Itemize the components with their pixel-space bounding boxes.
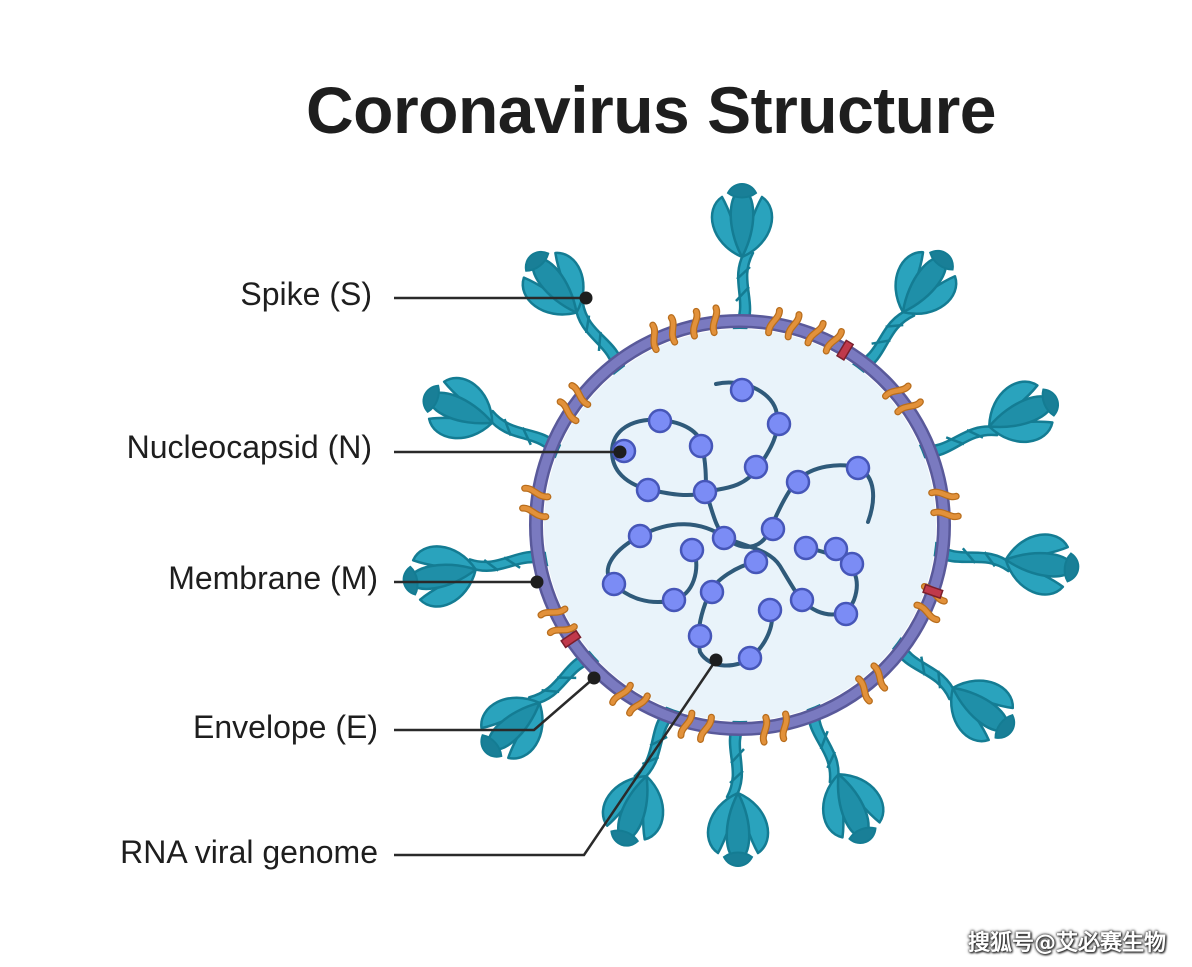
nucleocapsid-protein xyxy=(743,549,769,575)
leader-dot xyxy=(613,445,627,459)
leader-dot xyxy=(709,653,723,667)
leader-envelope xyxy=(394,671,601,732)
nucleocapsid-protein xyxy=(839,551,865,577)
membrane-protein xyxy=(855,662,889,705)
nucleocapsid-protein xyxy=(627,523,653,549)
membrane-protein xyxy=(804,319,845,355)
nucleocapsid-protein xyxy=(823,536,849,562)
membrane-protein xyxy=(759,710,790,746)
leader-nucleocapsid xyxy=(394,445,627,459)
nucleocapsid-protein xyxy=(661,587,687,613)
label-nucleocapsid: Nucleocapsid (N) xyxy=(126,429,372,465)
membrane-protein xyxy=(609,681,651,717)
membrane-protein xyxy=(690,304,721,340)
nucleocapsid-protein xyxy=(601,571,627,597)
nucleocapsid-protein xyxy=(679,537,705,563)
watermark: 搜狐号@艾必赛生物 xyxy=(967,931,1166,956)
spike-protein xyxy=(422,376,562,459)
nucleocapsid-protein xyxy=(766,411,792,437)
spike-protein xyxy=(891,636,1016,743)
label-spike: Spike (S) xyxy=(240,276,372,312)
nucleocapsid-protein xyxy=(833,601,859,627)
spike-protein xyxy=(806,703,885,844)
nucleocapsid-protein xyxy=(757,597,783,623)
nucleocapsid-protein xyxy=(692,479,718,505)
nucleocapsid-protein xyxy=(729,377,755,403)
membrane-protein xyxy=(881,382,924,416)
membrane-protein xyxy=(765,307,803,341)
nucleocapsid-protein xyxy=(635,477,661,503)
membrane-protein xyxy=(519,484,552,521)
nucleocapsid-protein xyxy=(760,516,786,542)
leader-rna xyxy=(394,653,723,857)
spike-protein xyxy=(710,183,774,331)
membrane-protein xyxy=(928,488,962,521)
nucleocapsid-protein xyxy=(743,454,769,480)
membrane-protein xyxy=(677,709,715,743)
nucleocapsid-protein xyxy=(711,525,737,551)
nucleocapsid-protein xyxy=(793,535,819,561)
envelope-protein xyxy=(560,629,582,649)
nucleocapsid-protein xyxy=(789,587,815,613)
spike-protein xyxy=(480,650,600,760)
label-rna: RNA viral genome xyxy=(120,834,378,870)
spike-proteins xyxy=(402,183,1080,867)
leader-lines xyxy=(394,291,723,857)
leader-spike xyxy=(394,291,593,305)
nucleocapsid-protein xyxy=(699,579,725,605)
membrane-protein xyxy=(649,314,679,354)
envelope-protein xyxy=(835,339,855,361)
nucleocapsid-protein xyxy=(687,623,713,649)
label-membrane: Membrane (M) xyxy=(168,560,378,596)
spike-protein xyxy=(402,545,550,608)
envelope-protein xyxy=(922,583,944,600)
nucleocapsid-proteins xyxy=(601,377,871,671)
spike-protein xyxy=(706,719,770,867)
leader-dot xyxy=(530,575,544,589)
leader-membrane xyxy=(394,575,544,589)
nucleocapsid-protein xyxy=(647,408,673,434)
membrane-protein xyxy=(556,382,592,425)
nucleocapsid-protein xyxy=(688,433,714,459)
diagram-title: Coronavirus Structure xyxy=(306,73,996,147)
nucleocapsid-protein xyxy=(737,645,763,671)
spike-protein xyxy=(851,249,958,374)
membrane-protein xyxy=(537,605,578,637)
spike-protein xyxy=(918,380,1059,459)
nucleocapsid-protein xyxy=(785,469,811,495)
membrane-proteins xyxy=(519,304,962,746)
leader-dot xyxy=(587,671,601,685)
nucleocapsid-protein xyxy=(845,455,871,481)
label-envelope: Envelope (E) xyxy=(193,709,378,745)
membrane-ring-inner xyxy=(531,316,949,734)
envelope-proteins xyxy=(560,339,944,649)
spike-protein xyxy=(932,533,1080,596)
leader-dot xyxy=(579,291,593,305)
